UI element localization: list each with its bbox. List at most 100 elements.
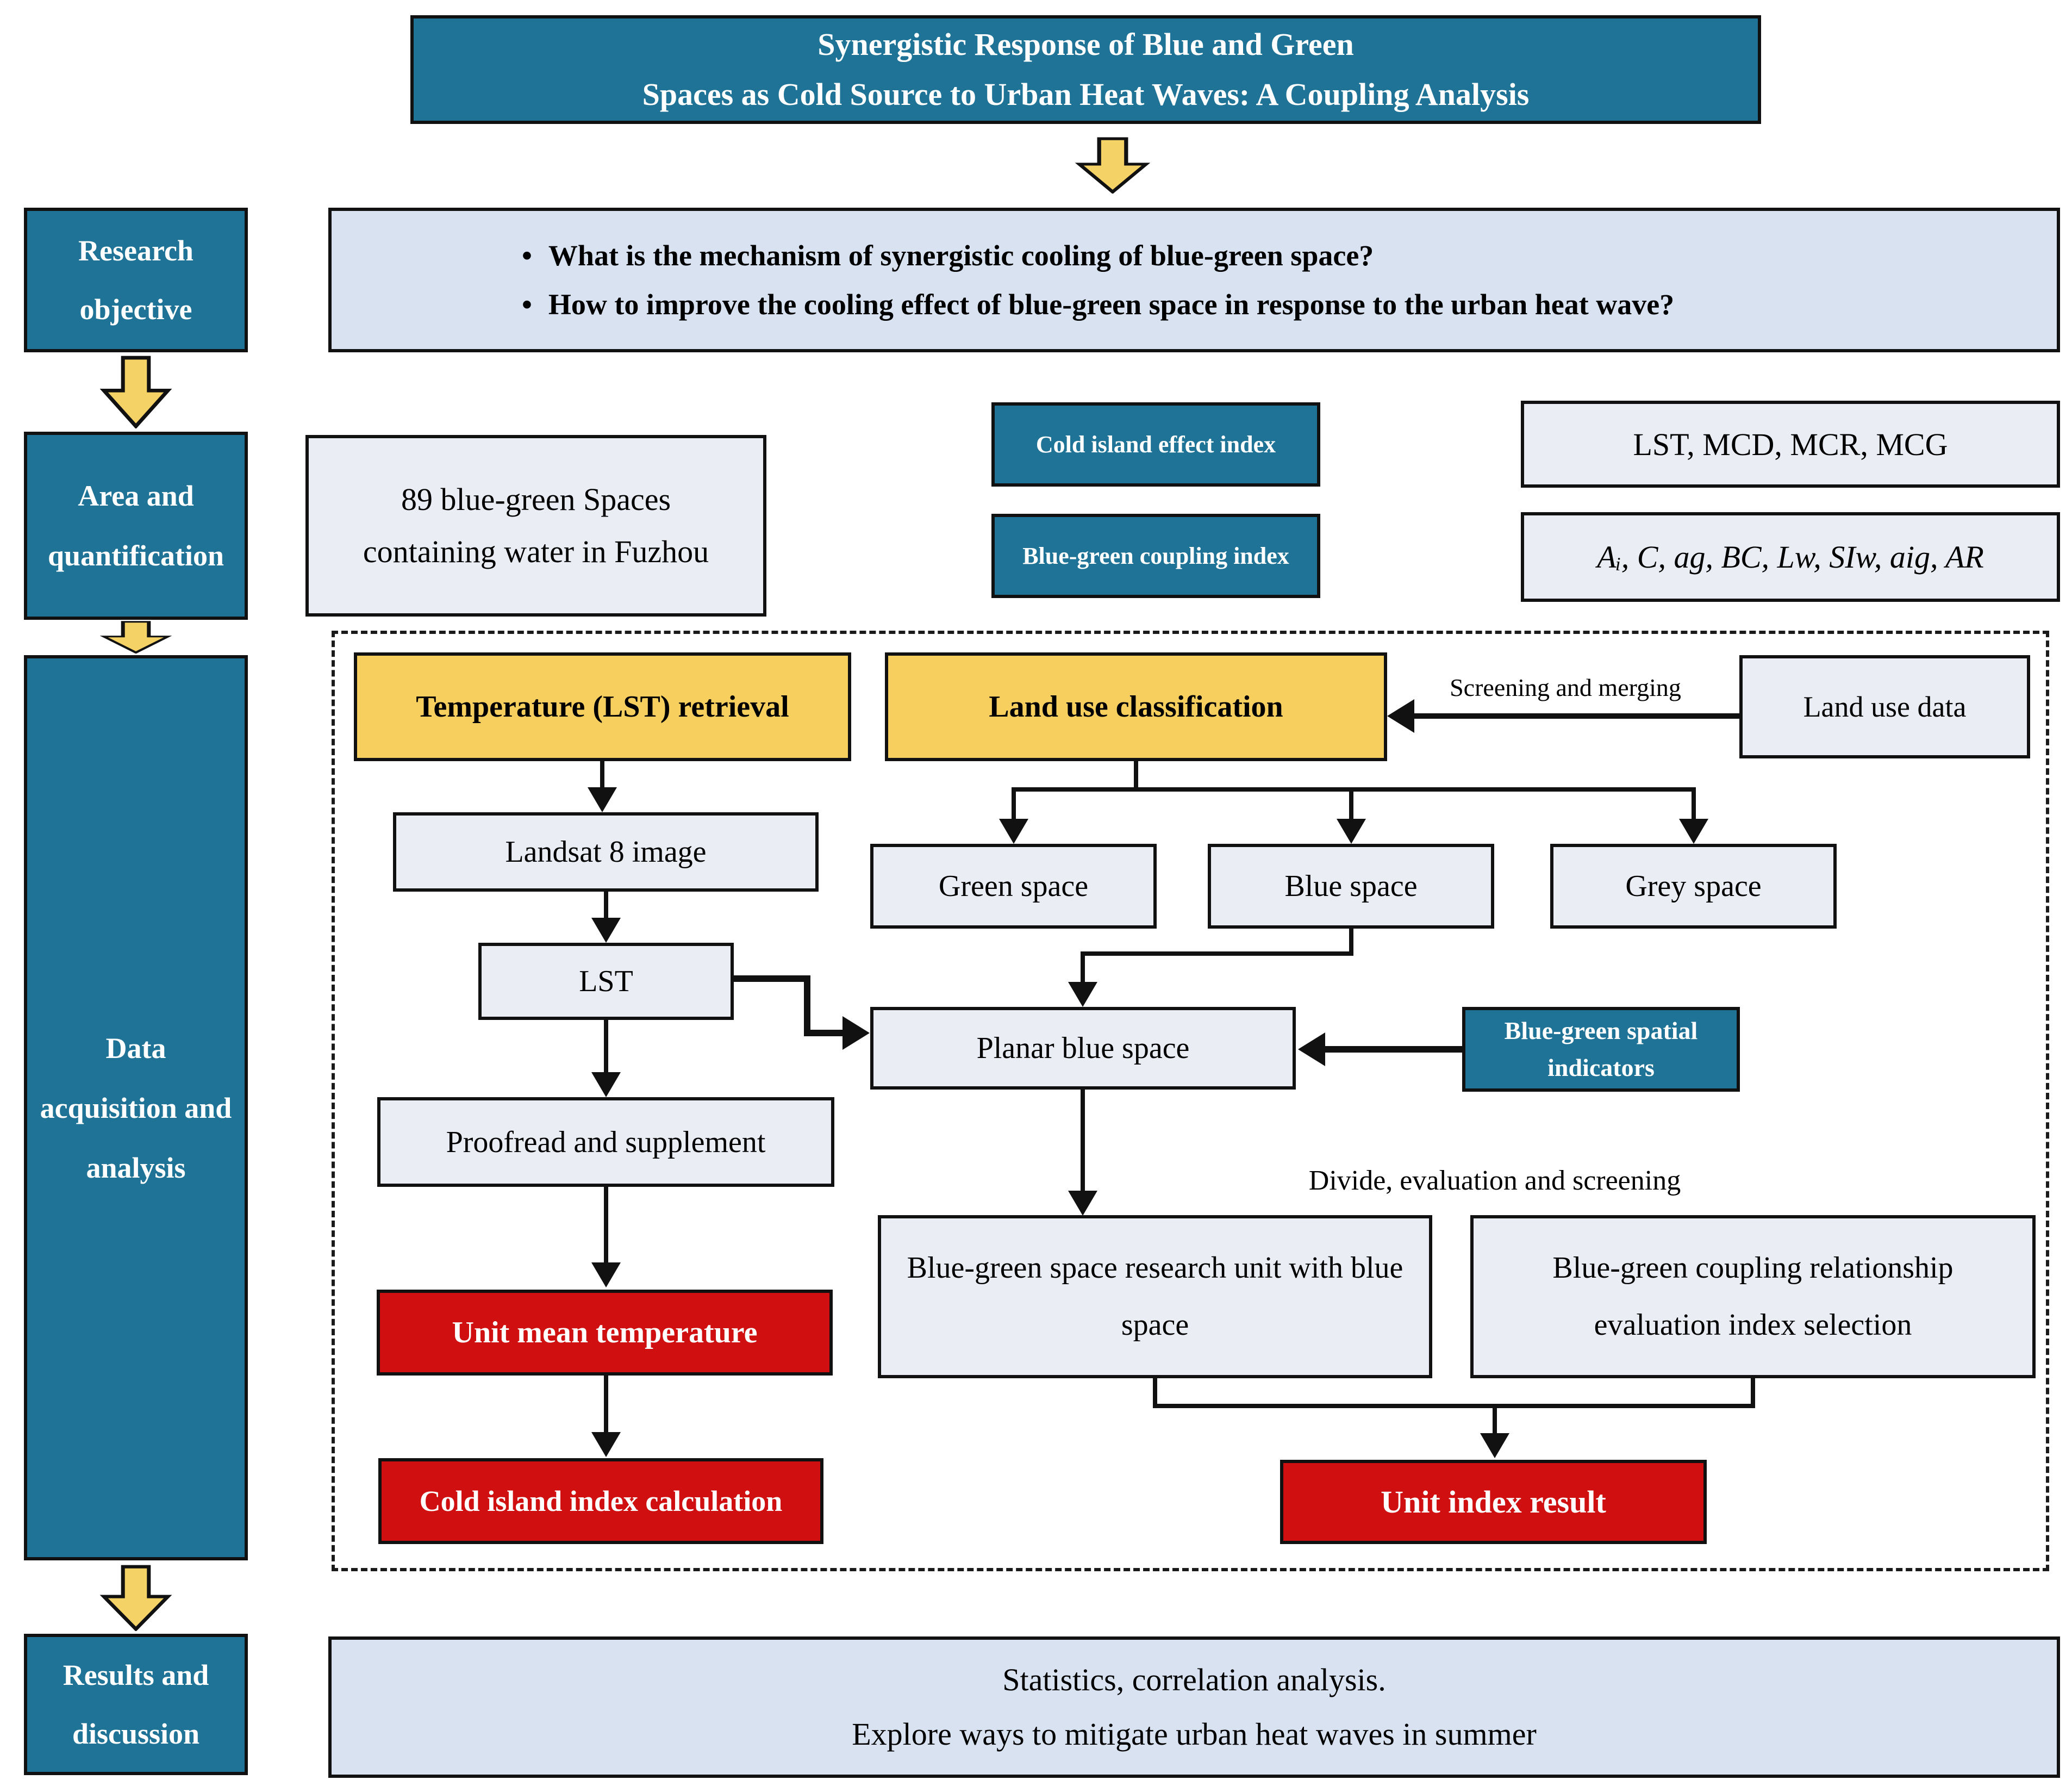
- land-use-classification-label: Land use classification: [989, 690, 1283, 724]
- land-use-classification-box: Land use classification: [885, 652, 1387, 761]
- green-space-box: Green space: [870, 844, 1157, 929]
- converge-line-left: [1153, 1378, 1157, 1408]
- analysis-dashed-container: [332, 631, 2049, 1571]
- converge-line: [1153, 1404, 1755, 1408]
- arrow-unitmean-to-coldcalc: [604, 1376, 608, 1433]
- sidebar-results-discussion: Results and discussion: [24, 1634, 248, 1775]
- research-unit-box: Blue-green space research unit with blue…: [878, 1215, 1432, 1378]
- planar-blue-space-box: Planar blue space: [870, 1007, 1296, 1090]
- study-area-box: 89 blue-green Spaces containing water in…: [305, 435, 766, 617]
- title-line-2: Spaces as Cold Source to Urban Heat Wave…: [642, 77, 1530, 112]
- index-selection-box: Blue-green coupling relationship evaluat…: [1470, 1215, 2036, 1378]
- unit-index-result-label: Unit index result: [1381, 1484, 1606, 1520]
- unit-index-result-box: Unit index result: [1280, 1460, 1707, 1544]
- grey-space-label: Grey space: [1625, 869, 1762, 903]
- branch-line-grey: [1692, 787, 1696, 821]
- study-area-label: 89 blue-green Spaces containing water in…: [363, 482, 709, 569]
- sidebar-data-acquisition: Data acquisition and analysis: [24, 655, 248, 1560]
- converge-stem: [1493, 1408, 1497, 1434]
- sidebar-results-discussion-label: Results and discussion: [63, 1659, 209, 1750]
- arrowhead-down-icon: [999, 819, 1028, 844]
- research-unit-label: Blue-green space research unit with blue…: [907, 1251, 1403, 1342]
- arrowhead-down-icon: [1480, 1433, 1509, 1458]
- lst-elbow-line: [804, 975, 810, 1036]
- lst-elbow-line: [804, 1030, 845, 1036]
- title-line-1: Synergistic Response of Blue and Green: [817, 27, 1354, 62]
- arrowhead-down-icon: [1068, 982, 1097, 1007]
- arrow-lst-to-proofread: [604, 1020, 608, 1073]
- down-block-arrow-icon: [99, 356, 172, 428]
- lst-retrieval-label: Temperature (LST) retrieval: [416, 690, 789, 724]
- index-selection-label: Blue-green coupling relationship evaluat…: [1552, 1251, 1954, 1342]
- arrow-landsat-to-lst: [604, 892, 608, 919]
- green-space-label: Green space: [938, 869, 1089, 903]
- land-use-data-label: Land use data: [1803, 690, 1967, 723]
- arrowhead-down-icon: [1337, 819, 1366, 844]
- coupling-index-box: Blue-green coupling index: [991, 514, 1320, 598]
- lst-box: LST: [478, 943, 734, 1020]
- arrow-retrieval-to-landsat: [600, 761, 604, 789]
- arrowhead-down-icon: [1068, 1191, 1097, 1216]
- branch-split-line: [1012, 787, 1696, 792]
- branch-line-blue: [1349, 787, 1353, 821]
- results-line-1: Statistics, correlation analysis.: [1002, 1662, 1386, 1697]
- arrow-indicators-to-planar: [1324, 1046, 1462, 1053]
- converge-line-right: [1751, 1378, 1755, 1408]
- grey-space-box: Grey space: [1550, 844, 1837, 929]
- branch-stem-line: [1134, 761, 1138, 792]
- landsat-label: Landsat 8 image: [505, 835, 707, 869]
- title-banner: Synergistic Response of Blue and Green S…: [410, 15, 1761, 124]
- divide-evaluation-label: Divide, evaluation and screening: [1308, 1165, 1681, 1196]
- cold-island-indicators-value: LST, MCD, MCR, MCG: [1633, 426, 1948, 462]
- planar-blue-space-label: Planar blue space: [976, 1031, 1190, 1065]
- sidebar-area-quantification-label: Area and quantification: [47, 480, 224, 572]
- proofread-label: Proofread and supplement: [446, 1125, 766, 1159]
- down-block-arrow-icon: [1075, 137, 1151, 194]
- research-questions-panel: What is the mechanism of synergistic coo…: [328, 208, 2060, 352]
- coupling-indicators-value: Aᵢ, C, ag, BC, Lw, SIw, aig, AR: [1597, 539, 1984, 575]
- unit-mean-temperature-label: Unit mean temperature: [452, 1316, 758, 1349]
- results-summary-box: Statistics, correlation analysis. Explor…: [328, 1636, 2060, 1778]
- results-line-2: Explore ways to mitigate urban heat wave…: [852, 1716, 1537, 1752]
- down-block-arrow-icon: [99, 1565, 172, 1631]
- arrowhead-left-icon: [1387, 699, 1414, 733]
- sidebar-research-objective: Research objective: [24, 208, 248, 352]
- arrowhead-left-icon: [1298, 1032, 1325, 1066]
- bluespace-elbow-line: [1081, 951, 1085, 984]
- arrowhead-down-icon: [591, 1072, 621, 1097]
- arrow-planar-to-unit: [1081, 1090, 1085, 1193]
- research-question-item: What is the mechanism of synergistic coo…: [522, 231, 1374, 280]
- research-question-item: How to improve the cooling effect of blu…: [522, 280, 1674, 329]
- arrowhead-down-icon: [591, 918, 621, 943]
- arrowhead-down-icon: [591, 1262, 621, 1287]
- arrow-landusedata-to-classification: [1413, 713, 1739, 719]
- bluespace-elbow-line: [1349, 929, 1353, 956]
- arrowhead-down-icon: [1679, 819, 1708, 844]
- cold-island-indicators-box: LST, MCD, MCR, MCG: [1521, 401, 2060, 488]
- arrowhead-down-icon: [591, 1432, 621, 1457]
- cold-island-index-box: Cold island effect index: [991, 402, 1320, 487]
- sidebar-area-quantification: Area and quantification: [24, 432, 248, 620]
- sidebar-data-acquisition-label: Data acquisition and analysis: [40, 1031, 232, 1184]
- blue-space-label: Blue space: [1284, 869, 1418, 903]
- down-block-arrow-icon: [99, 621, 172, 654]
- unit-mean-temperature-box: Unit mean temperature: [377, 1290, 833, 1376]
- arrowhead-down-icon: [588, 787, 617, 812]
- lst-label: LST: [579, 964, 633, 998]
- land-use-data-box: Land use data: [1739, 655, 2030, 758]
- cold-island-calc-box: Cold island index calculation: [378, 1458, 823, 1544]
- spatial-indicators-label: Blue-green spatial indicators: [1504, 1017, 1698, 1081]
- cold-island-calc-label: Cold island index calculation: [419, 1485, 783, 1517]
- arrow-proofread-to-unitmean: [604, 1187, 608, 1263]
- branch-line-green: [1012, 787, 1016, 821]
- proofread-box: Proofread and supplement: [377, 1097, 834, 1187]
- coupling-indicators-box: Aᵢ, C, ag, BC, Lw, SIw, aig, AR: [1521, 512, 2060, 602]
- sidebar-research-objective-label: Research objective: [78, 234, 194, 326]
- screening-merging-label: Screening and merging: [1450, 674, 1681, 701]
- arrowhead-right-icon: [842, 1016, 870, 1050]
- bluespace-elbow-line: [1081, 951, 1353, 956]
- cold-island-index-label: Cold island effect index: [1035, 431, 1276, 458]
- spatial-indicators-box: Blue-green spatial indicators: [1462, 1007, 1740, 1092]
- lst-retrieval-box: Temperature (LST) retrieval: [354, 652, 851, 761]
